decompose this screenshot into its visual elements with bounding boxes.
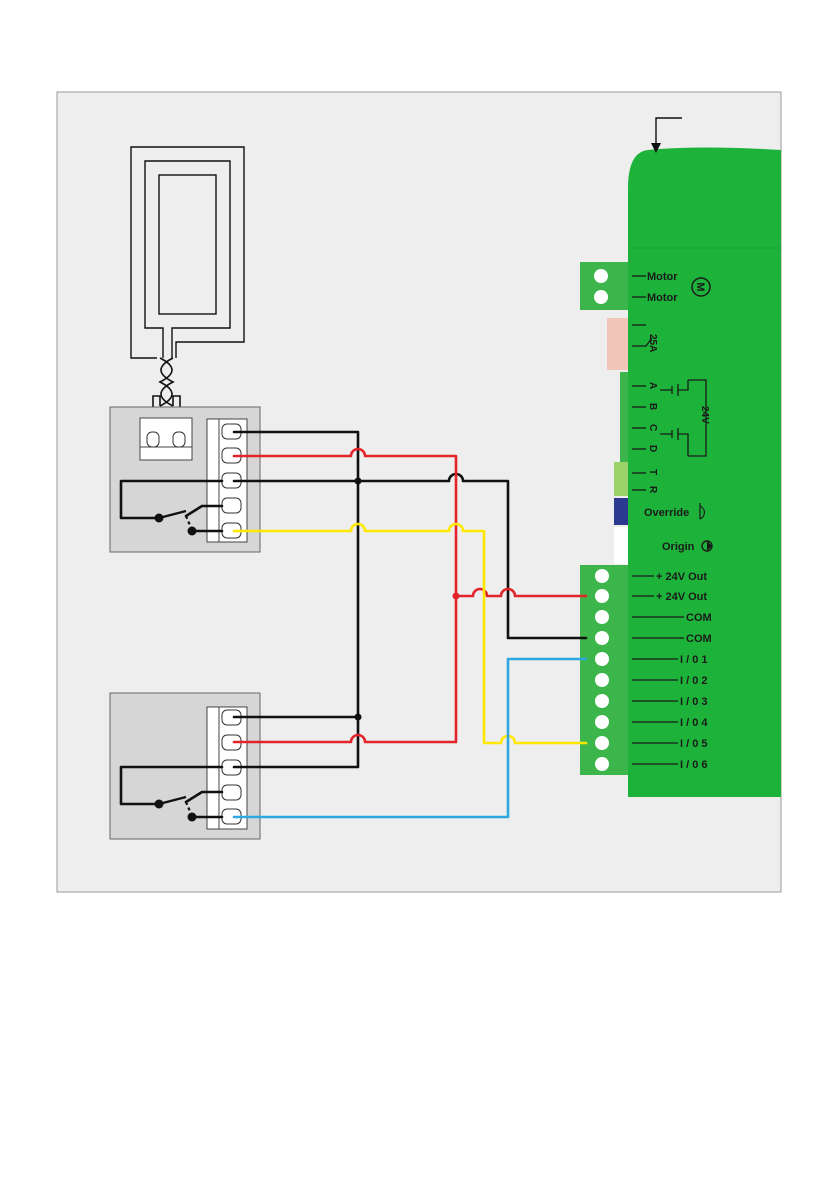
fuse-label: 25A	[647, 334, 658, 352]
com-label-1: COM	[686, 612, 712, 624]
io2-label: I / 0 2	[680, 675, 708, 687]
terminal-d-label: D	[647, 445, 658, 452]
tr-terminal	[614, 462, 628, 496]
out24-label-2: + 24V Out	[656, 591, 707, 603]
fuse-block	[607, 318, 628, 370]
com-label-2: COM	[686, 633, 712, 645]
io6-label: I / 0 6	[680, 759, 708, 771]
io1-label: I / 0 1	[680, 654, 708, 666]
io3-label: I / 0 3	[680, 696, 708, 708]
motor-label-1: Motor	[647, 271, 678, 283]
out24-label-1: + 24V Out	[656, 571, 707, 583]
terminal-c-label: C	[647, 424, 658, 431]
io4-label: I / 0 4	[680, 717, 708, 729]
terminal-t-label: T	[647, 469, 658, 475]
io5-label: I / 0 5	[680, 738, 708, 750]
terminal-b-label: B	[647, 403, 658, 410]
terminal-r-label: R	[647, 486, 658, 494]
origin-label: Origin	[662, 541, 695, 553]
loop-pin-2	[173, 432, 185, 447]
motor-label-2: Motor	[647, 292, 678, 304]
svg-text:M: M	[694, 282, 706, 291]
override-block	[614, 498, 628, 525]
terminal-a-label: A	[647, 382, 658, 389]
override-label: Override	[644, 507, 689, 519]
loop-pin-1	[147, 432, 159, 447]
battery-voltage-label: 24V	[699, 406, 710, 424]
